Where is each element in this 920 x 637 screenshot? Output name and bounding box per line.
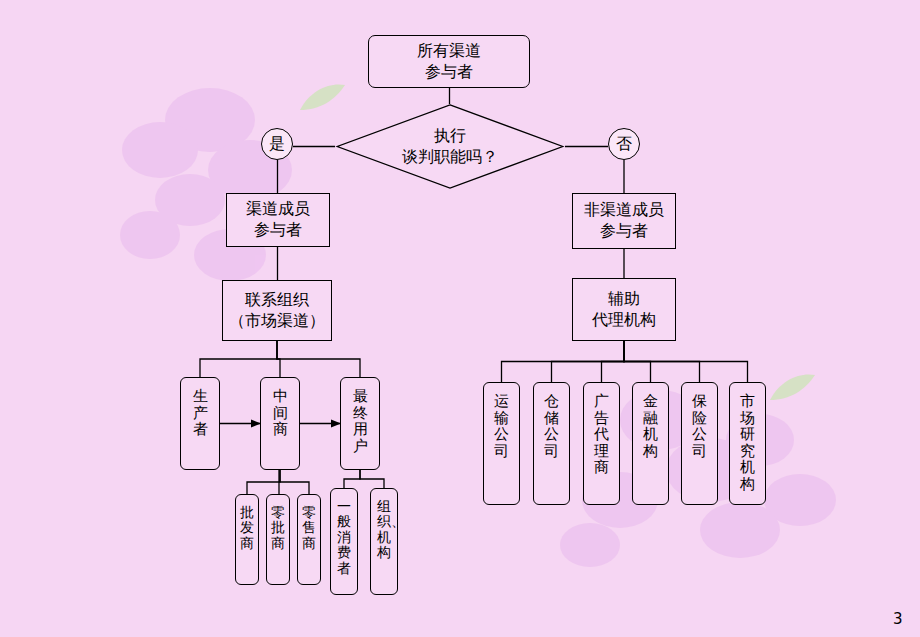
connector-line — [623, 160, 624, 193]
process-box: 非渠道成员 参与者 — [572, 193, 676, 249]
connector-line — [344, 470, 360, 488]
node-text: 金融机构 — [643, 393, 658, 459]
connector-line — [624, 341, 748, 382]
vertical-box: 生产者 — [180, 377, 220, 470]
node-text: 辅助 代理机构 — [592, 289, 656, 331]
node-text: 组织、机构 — [377, 499, 391, 561]
blob-cluster — [120, 88, 836, 567]
answer-circle: 否 — [608, 128, 640, 160]
vertical-box: 零售商 — [297, 494, 321, 585]
vertical-box: 市场研究机构 — [729, 382, 766, 505]
connector-line — [277, 341, 360, 377]
process-box: 渠道成员 参与者 — [226, 193, 330, 247]
connector-line — [277, 160, 278, 193]
node-text: 最终用户 — [353, 388, 368, 454]
node-text: 非渠道成员 参与者 — [584, 200, 664, 242]
node-text: 渠道成员 参与者 — [246, 199, 310, 241]
connector-line — [247, 470, 280, 494]
node-text: 保险公司 — [692, 393, 707, 459]
vertical-box: 零批商 — [266, 494, 290, 585]
leaf-shapes — [300, 84, 815, 400]
vertical-box: 一般消费者 — [330, 488, 358, 595]
node-text: 仓储公司 — [544, 393, 559, 459]
node-text: 市场研究机构 — [740, 393, 755, 492]
vertical-box: 批发商 — [235, 494, 259, 585]
node-text: 生产者 — [193, 388, 208, 438]
connector-line — [200, 341, 277, 377]
connector-line — [502, 341, 625, 382]
process-box: 辅助 代理机构 — [572, 278, 676, 341]
vertical-box: 运输公司 — [483, 382, 520, 505]
connector-line — [623, 249, 624, 278]
process-box: 联系组织 （市场渠道） — [222, 280, 332, 341]
vertical-box: 中间商 — [260, 377, 300, 470]
node-text: 运输公司 — [494, 393, 509, 459]
connector-line — [360, 470, 384, 488]
node-text: 广告代理商 — [594, 393, 609, 476]
node-text: 批发商 — [240, 505, 254, 551]
decision-diamond: 执行 谈判职能吗？ — [335, 104, 565, 189]
node-text: 所有渠道 参与者 — [417, 41, 481, 83]
vertical-box: 仓储公司 — [533, 382, 570, 505]
node-text: 一般消费者 — [337, 499, 351, 576]
node-text: 联系组织 （市场渠道） — [229, 290, 325, 332]
node-text: 执行 谈判职能吗？ — [402, 126, 498, 168]
connector-line — [280, 470, 309, 494]
connector-line — [602, 341, 625, 382]
vertical-box: 金融机构 — [632, 382, 669, 505]
connector-line — [293, 146, 335, 147]
connector-arrow — [300, 423, 340, 424]
node-text: 零批商 — [271, 505, 285, 551]
connector-line — [552, 341, 625, 382]
vertical-box: 最终用户 — [340, 377, 380, 470]
connector-line — [277, 247, 278, 280]
connector-arrow — [220, 423, 260, 424]
page-number: 3 — [893, 610, 903, 628]
node-text: 中间商 — [273, 388, 288, 438]
node-text: 零售商 — [302, 505, 316, 551]
node-text: 否 — [616, 134, 632, 155]
connector-line — [565, 146, 608, 147]
vertical-box: 保险公司 — [681, 382, 718, 505]
answer-circle: 是 — [261, 128, 293, 160]
vertical-box: 组织、机构 — [370, 488, 398, 595]
connector-line — [449, 88, 450, 104]
process-box: 所有渠道 参与者 — [368, 35, 530, 88]
node-text: 是 — [269, 134, 285, 155]
vertical-box: 广告代理商 — [583, 382, 620, 505]
